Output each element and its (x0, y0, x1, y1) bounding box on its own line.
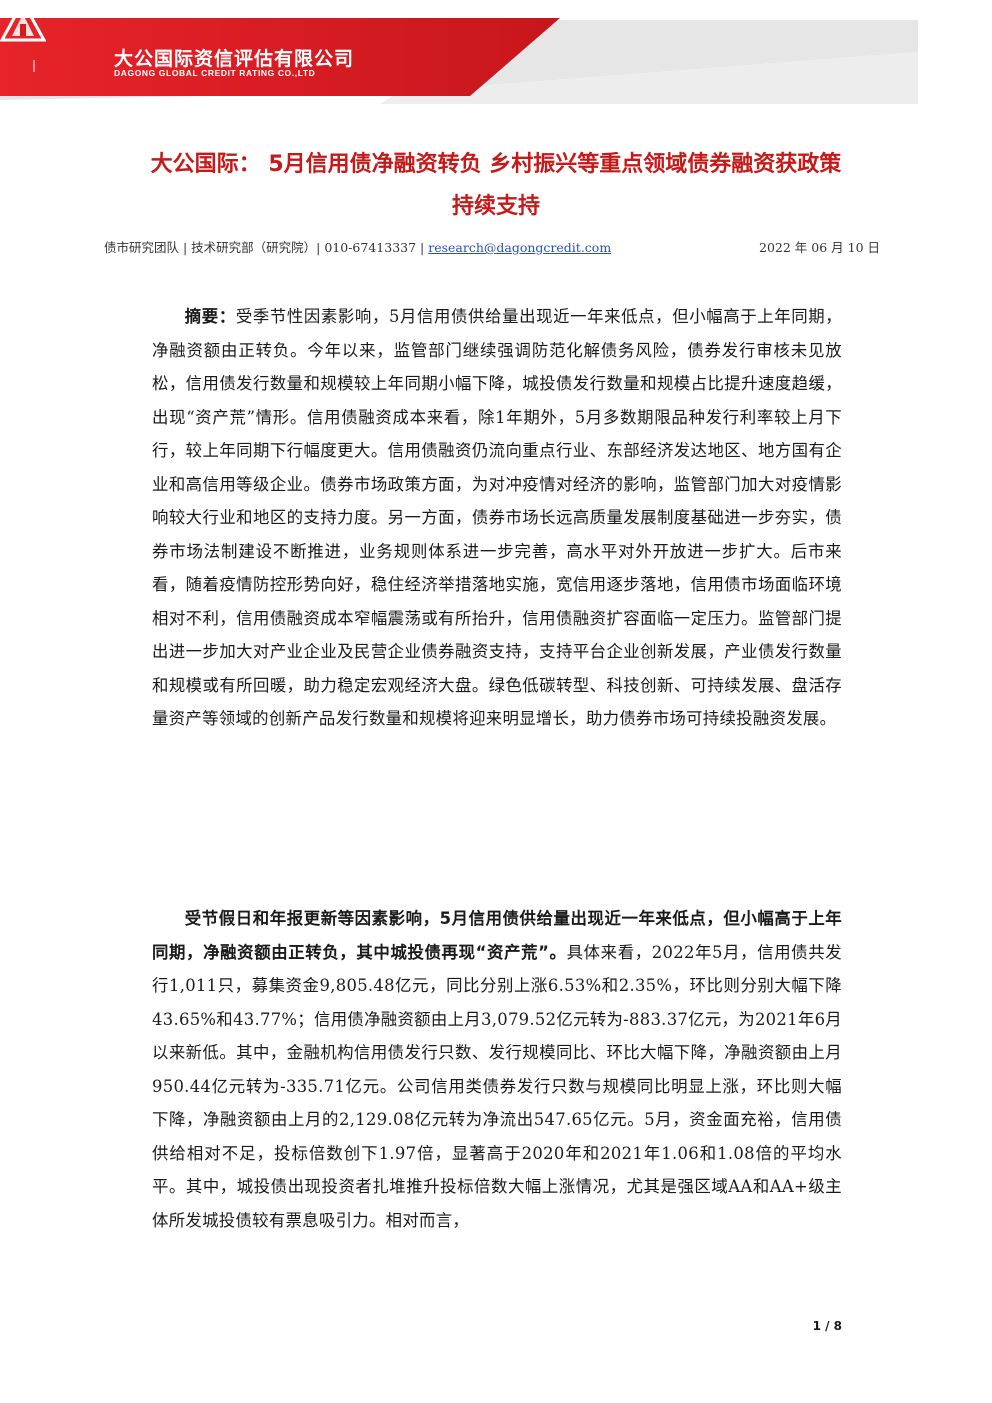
report-title-line2: 持续支持 (451, 194, 540, 219)
abstract-label: 摘要： (184, 307, 236, 326)
header-banner: 大公国际资信评估有限公司 DAGONG GLOBAL CREDIT RATING… (0, 0, 992, 110)
brand-name-en: DAGONG GLOBAL CREDIT RATING CO.,LTD (114, 68, 316, 78)
banner-background (0, 18, 918, 104)
dagong-logo-icon (0, 0, 46, 42)
abstract-section: 摘要：受季节性因素影响，5月信用债供给量出现近一年来低点，但小幅高于上年同期，净… (152, 300, 842, 736)
body-text: 具体来看，2022年5月，信用债共发行1,011只，募集资金9,805.48亿元… (152, 942, 843, 1230)
brand-name-cn: 大公国际资信评估有限公司 (114, 48, 355, 70)
abstract-text: 受季节性因素影响，5月信用债供给量出现近一年来低点，但小幅高于上年同期，净融资额… (152, 307, 842, 728)
report-title-line1: 大公国际： 5月信用债净融资转负 乡村振兴等重点领域债券融资获政策 (150, 152, 842, 177)
author-info: 债市研究团队 | 技术研究部（研究院）| 010-67413337 | rese… (104, 237, 611, 256)
body-section: 受节假日和年报更新等因素影响，5月信用债供给量出现近一年来低点，但小幅高于上年同… (152, 902, 842, 1237)
email-link[interactable]: research@dagongcredit.com (428, 240, 612, 255)
team-info: 债市研究团队 | 技术研究部（研究院）| 010-67413337 | (104, 240, 425, 255)
page-number: 1 / 8 (812, 1319, 842, 1333)
body-lead: 受节假日和年报更新等因素影响，5月信用债供给量出现近一年来低点，但小幅高于上年同… (152, 909, 842, 962)
report-date: 2022 年 06 月 10 日 (759, 240, 880, 255)
